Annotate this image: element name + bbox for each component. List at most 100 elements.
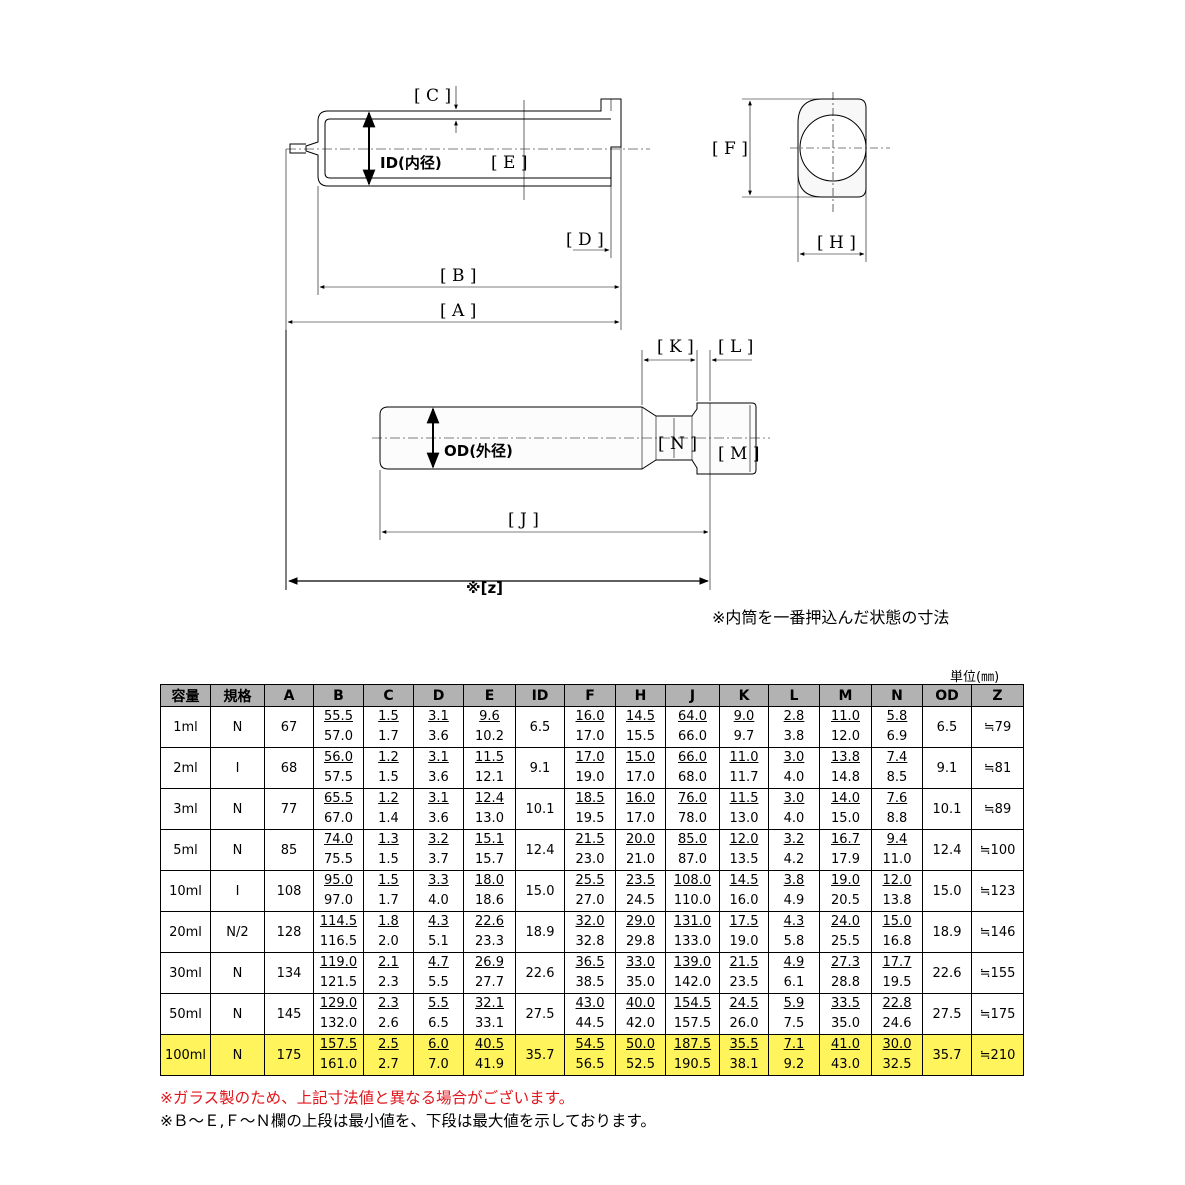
max-value: 41.9 [475, 1057, 504, 1072]
syringe-dimension-drawing: [ C ] [ E ] [ D ] [ B ] [ A ] [ F ] [ H … [285, 86, 890, 597]
min-value: 18.5 [575, 791, 605, 806]
max-value: 17.9 [831, 852, 860, 867]
max-value: 44.5 [575, 1016, 605, 1031]
min-value: 16.0 [626, 791, 655, 806]
cell-b: 56.0 57.5 [313, 747, 364, 789]
min-value: 3.2 [428, 832, 449, 847]
max-value: 75.5 [324, 852, 353, 867]
cell-a: 175 [264, 1034, 314, 1076]
max-value: 32.5 [882, 1057, 912, 1072]
min-value: 33.0 [626, 955, 655, 970]
min-value: 20.0 [626, 832, 655, 847]
label-b: [ B ] [440, 266, 477, 286]
max-value: 35.0 [831, 1016, 860, 1031]
max-value: 6.9 [886, 729, 908, 744]
max-value: 6.1 [783, 975, 805, 990]
outer-barrel-drawing [286, 98, 650, 187]
min-value: 11.0 [729, 750, 759, 765]
cell-z: ≒155 [971, 952, 1024, 994]
min-value: 40.5 [475, 1037, 504, 1052]
cell-id: 27.5 [515, 993, 565, 1035]
max-value: 3.7 [428, 852, 449, 867]
min-value: 1.3 [378, 832, 399, 847]
min-value: 9.4 [886, 832, 908, 847]
column-header: J [665, 684, 720, 707]
cell-std: N [210, 993, 265, 1035]
max-value: 16.8 [882, 934, 912, 949]
min-value: 43.0 [575, 996, 605, 1011]
cell-a: 145 [264, 993, 314, 1035]
min-value: 55.5 [324, 709, 353, 724]
cell-id: 15.0 [515, 870, 565, 912]
max-value: 161.0 [319, 1057, 358, 1072]
cell-cap: 5ml [160, 829, 211, 871]
max-value: 16.0 [729, 893, 759, 908]
max-value: 32.8 [575, 934, 605, 949]
min-value: 16.0 [575, 709, 605, 724]
min-value: 4.3 [428, 914, 449, 929]
max-value: 4.0 [428, 893, 449, 908]
max-value: 2.6 [378, 1016, 399, 1031]
max-value: 23.3 [475, 934, 504, 949]
min-value: 24.0 [831, 914, 860, 929]
column-header: H [615, 684, 666, 707]
cell-z: ≒146 [971, 911, 1024, 953]
min-value: 35.5 [729, 1037, 759, 1052]
min-value: 17.7 [882, 955, 912, 970]
max-value: 38.1 [729, 1057, 759, 1072]
cell-cap: 3ml [160, 788, 211, 830]
cell-e: 40.5 41.9 [463, 1034, 516, 1076]
cell-a: 68 [264, 747, 314, 789]
min-value: 32.1 [475, 996, 504, 1011]
min-value: 56.0 [324, 750, 353, 765]
cell-cap: 30ml [160, 952, 211, 994]
label-e: [ E ] [491, 153, 527, 173]
max-value: 57.5 [324, 770, 353, 785]
label-f: [ F ] [712, 139, 748, 159]
min-value: 2.8 [783, 709, 805, 724]
max-value: 12.1 [475, 770, 504, 785]
label-a: [ A ] [440, 301, 476, 321]
cell-id: 9.1 [515, 747, 565, 789]
max-value: 5.1 [428, 934, 449, 949]
min-value: 3.0 [783, 791, 805, 806]
min-value: 13.8 [831, 750, 860, 765]
min-value: 108.0 [673, 873, 712, 888]
cell-od: 15.0 [922, 870, 972, 912]
cell-a: 134 [264, 952, 314, 994]
min-value: 1.5 [378, 709, 399, 724]
max-value: 12.0 [831, 729, 860, 744]
max-value: 4.2 [783, 852, 805, 867]
min-value: 1.8 [378, 914, 399, 929]
cell-cap: 2ml [160, 747, 211, 789]
min-value: 50.0 [626, 1037, 655, 1052]
